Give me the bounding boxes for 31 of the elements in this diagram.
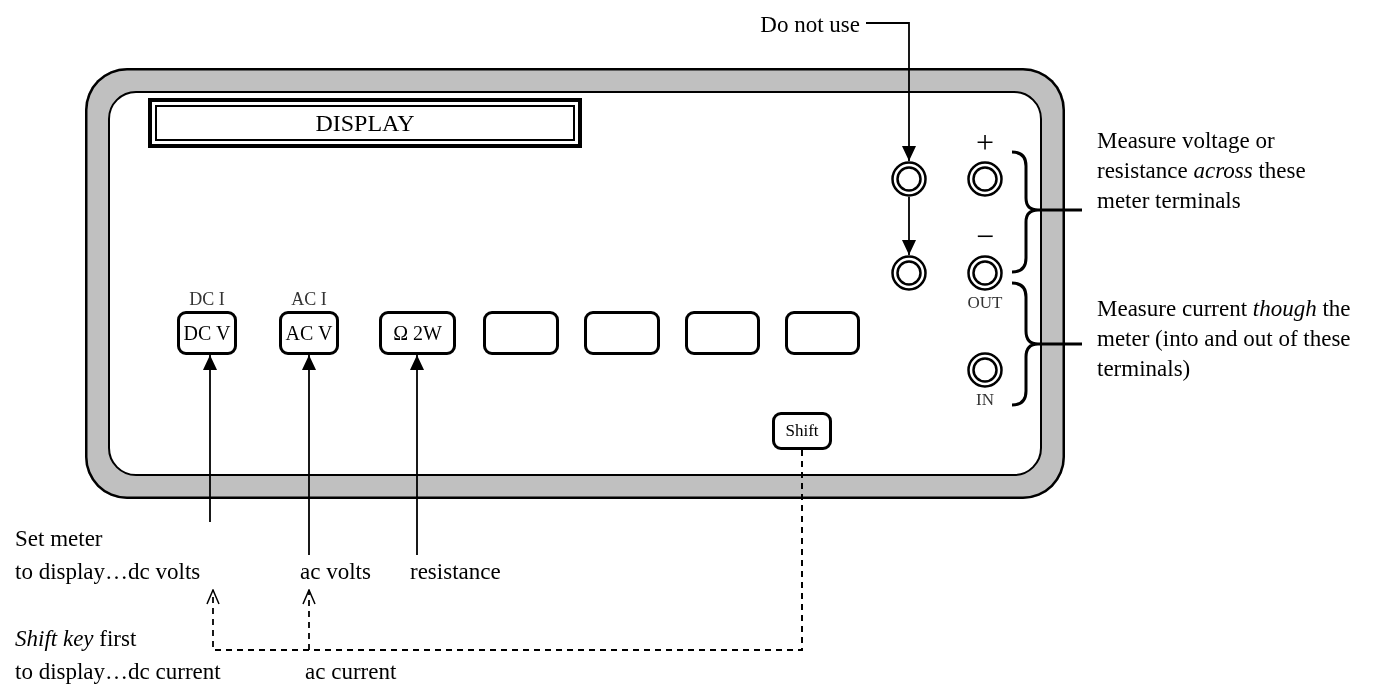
terminal-label: AC I	[291, 290, 327, 308]
arrow	[902, 196, 916, 256]
display-screen: DISPLAY	[148, 98, 582, 148]
annotation-text: to display…dc current	[15, 658, 221, 686]
terminal-label: IN	[976, 391, 994, 408]
annotation-text: Set meter	[15, 525, 103, 553]
polarity-sign: −	[976, 220, 994, 252]
arrow	[302, 354, 316, 556]
annotation-text: ac volts	[300, 555, 400, 588]
annotation-text: Measure voltage or resistance across these meter terminals	[1097, 126, 1352, 216]
annotation-text: Measure current though the meter (into and out of these terminals)	[1097, 294, 1352, 384]
meter-key	[785, 311, 860, 355]
dashed-arrow	[302, 449, 803, 651]
meter-key: AC V	[279, 311, 339, 355]
annotation-text: to display…dc volts	[15, 558, 201, 586]
meter-key	[584, 311, 660, 355]
meter-key	[685, 311, 760, 355]
arrow	[203, 354, 217, 523]
meter-key: Ω 2W	[379, 311, 456, 355]
meter-key: Shift	[772, 412, 832, 450]
annotation-text: resistance	[410, 555, 530, 588]
annotation-text: Shift key first	[15, 625, 137, 653]
annotation-text: Do not use	[740, 8, 860, 38]
arrow	[865, 22, 916, 162]
terminal-label: DC I	[189, 290, 225, 308]
meter-key	[483, 311, 559, 355]
annotation-text: ac current	[305, 655, 425, 688]
arrow	[410, 354, 424, 556]
meter-key: DC V	[177, 311, 237, 355]
polarity-sign: +	[976, 126, 994, 158]
terminal-label: OUT	[967, 294, 1003, 311]
